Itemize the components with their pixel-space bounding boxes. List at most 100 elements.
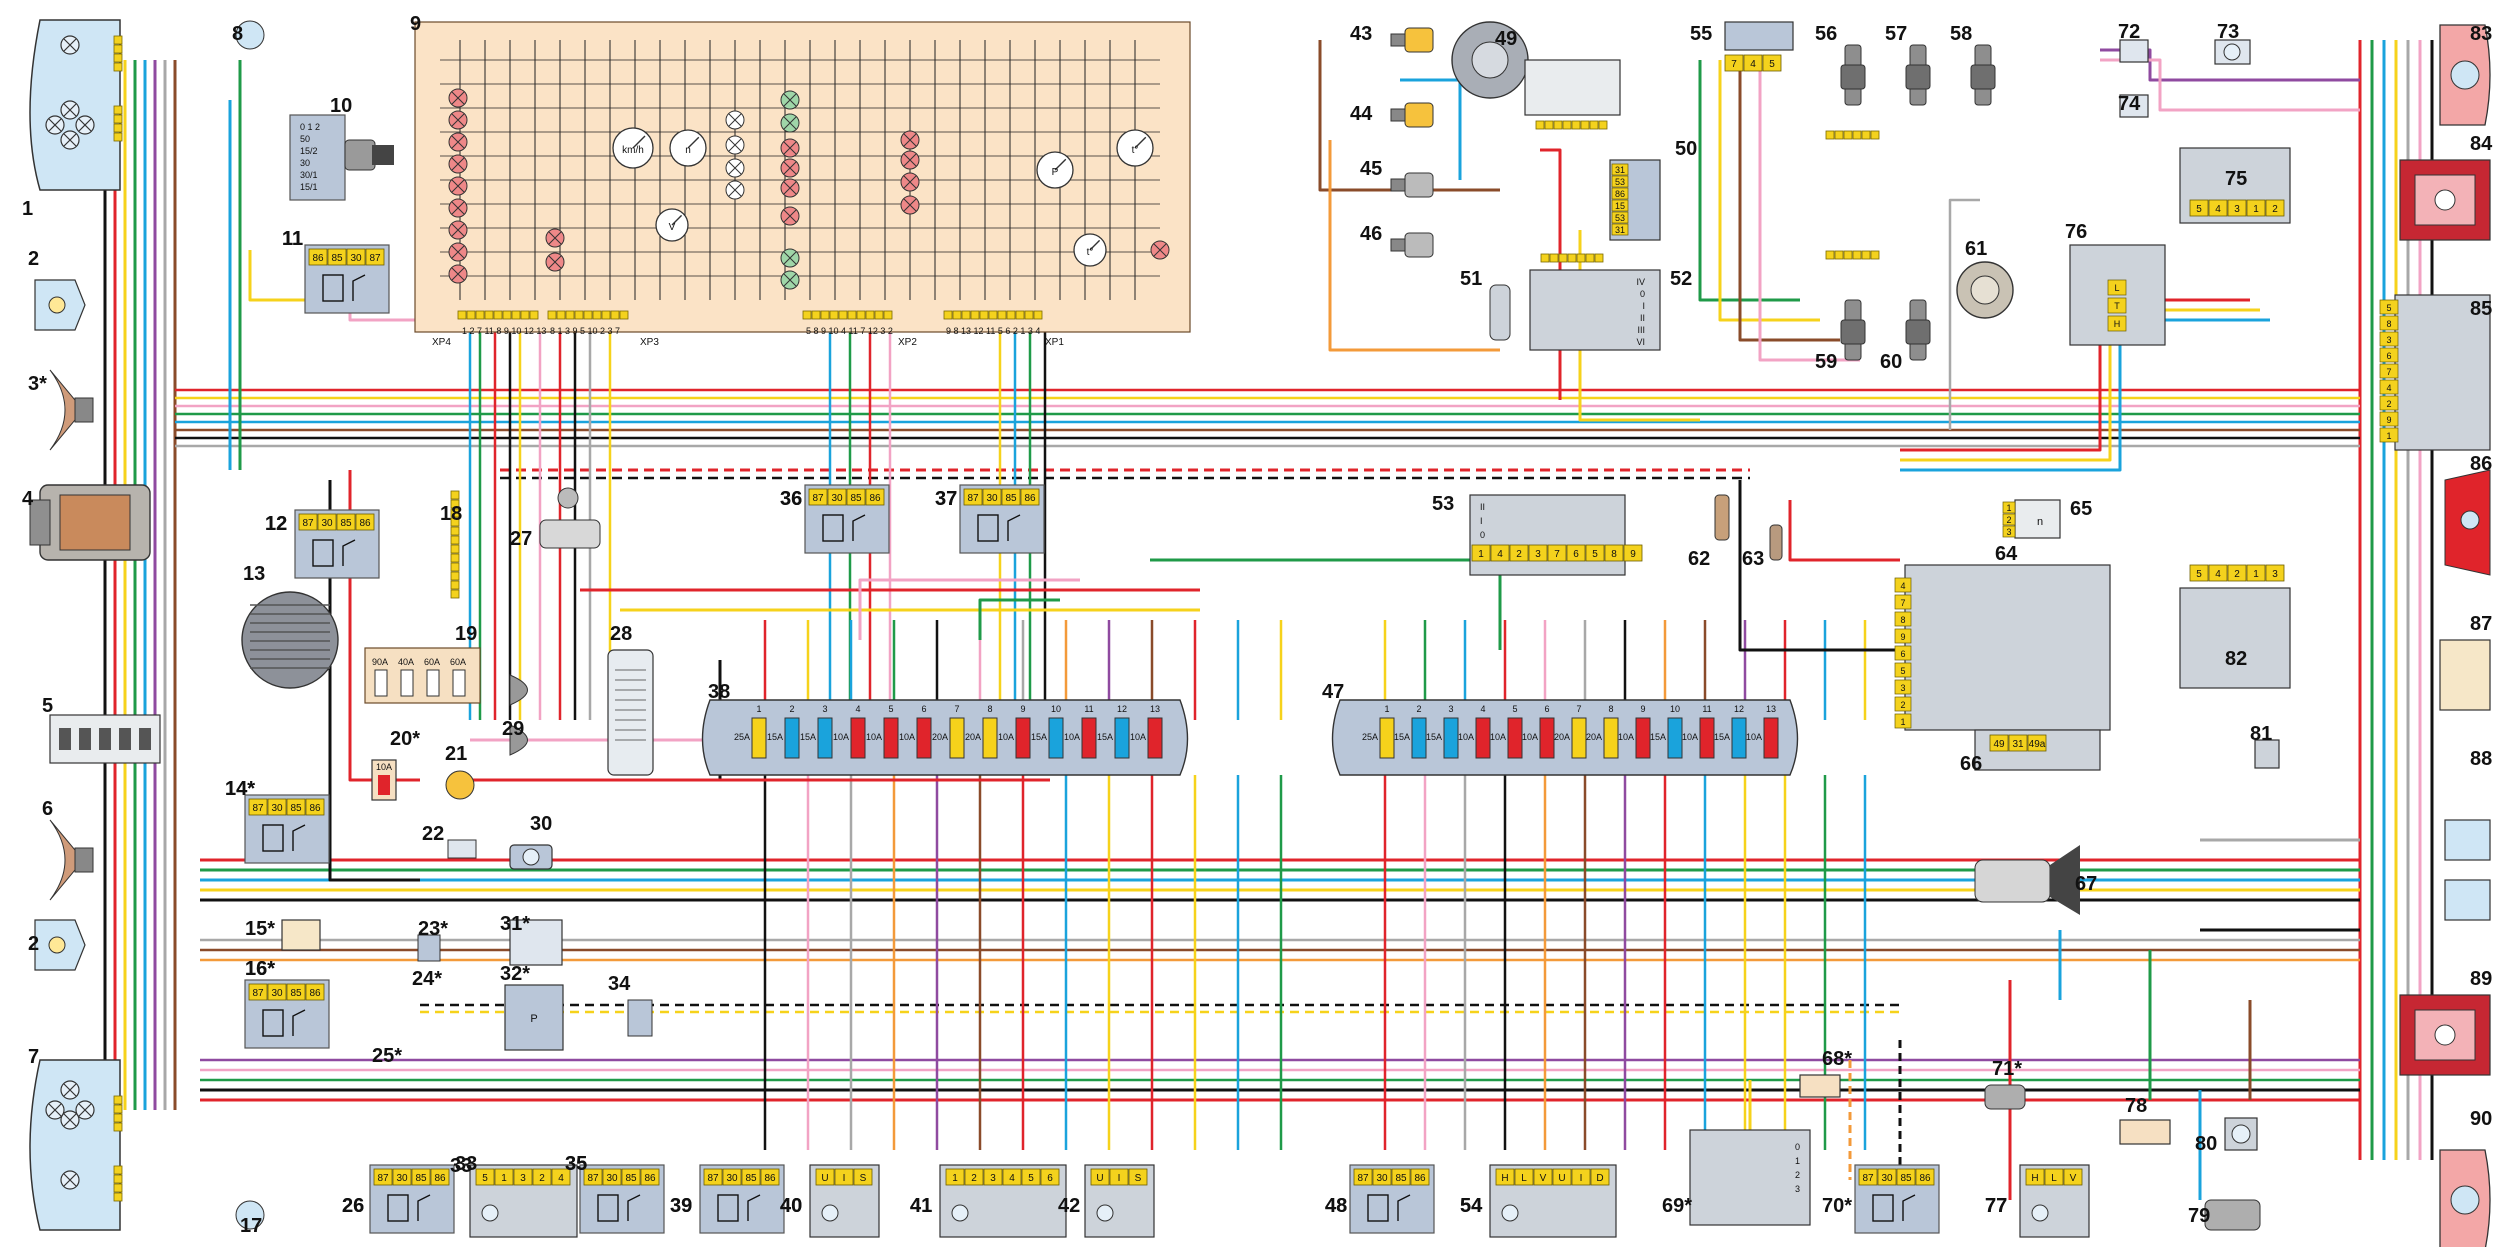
xp2-pin: [874, 310, 884, 320]
fuse-38-rating: 20A: [965, 732, 981, 742]
ignition-pin-label: 30: [300, 158, 310, 168]
xp1-pin: [961, 310, 971, 320]
relay-75-pin: [2265, 199, 2285, 217]
component-number-43: 43: [1350, 23, 1372, 45]
sensor-62: [1714, 494, 1730, 541]
switch-52-position: 0: [1640, 289, 1645, 299]
switch-41-pin-label: 5: [1028, 1173, 1034, 1184]
wire-brown: [1318, 40, 1500, 192]
wire-yellow: [1900, 308, 2260, 462]
battery-cell: [79, 728, 91, 750]
wire-red: [1788, 500, 1900, 562]
relay-55a-pin: [1743, 54, 1763, 72]
relay-37-pin-label: 85: [1005, 493, 1017, 504]
switch-54-number: 54: [1460, 1195, 1483, 1217]
lamp-80-bulb: [2231, 1124, 2251, 1144]
relay-32-label: P: [530, 1013, 537, 1025]
relay-35-pin: [640, 1168, 660, 1186]
ignition-key-head: [372, 145, 394, 165]
relay-36-pin: [827, 488, 847, 506]
fuse-47-number: 9: [1640, 704, 1645, 714]
switch-54-pin: [1552, 1168, 1572, 1186]
relay-64-pin: [1894, 645, 1912, 661]
indicator-cross: [903, 175, 917, 189]
xp3-pin: [565, 310, 575, 320]
indicator-cross: [728, 113, 742, 127]
wiper-conn-pin: [1571, 120, 1581, 130]
fuse-38-rating: 10A: [998, 732, 1014, 742]
switch-41-pin: [1002, 1168, 1022, 1186]
component-number-83: 83: [2470, 23, 2492, 45]
xp3-pin: [601, 310, 611, 320]
fuse-47-rating: 10A: [1522, 732, 1538, 742]
relay-37-contact: [1007, 514, 1021, 541]
relay-48-pin-label: 85: [1395, 1173, 1407, 1184]
switch-53-pin-label: 3: [1535, 549, 1541, 560]
fuse-47-element: [1635, 717, 1651, 759]
plate-lamp: [235, 20, 265, 50]
relay-48-pin: [1410, 1168, 1430, 1186]
indicator-cross: [903, 153, 917, 167]
relay-64-pin: [1894, 628, 1912, 644]
component-number-84: 84: [2470, 133, 2493, 155]
switch-53-pin: [1509, 544, 1529, 562]
relay-48-pin: [1353, 1168, 1373, 1186]
switch-40-pin: [834, 1168, 854, 1186]
wiper-conn-pin: [1589, 120, 1599, 130]
relay-35-pin-label: 30: [606, 1173, 618, 1184]
lock-conn2-pin: [1834, 250, 1844, 260]
xp1-pins: 9 8 13 12 11 5 6 2 1 3 4: [946, 326, 1040, 336]
switch-53-pin: [1490, 544, 1510, 562]
fuse-38-number: 4: [855, 704, 860, 714]
fuse-47-number: 3: [1448, 704, 1453, 714]
switch-53-position: 0: [1480, 530, 1485, 540]
lock-conn2-pin: [1861, 250, 1871, 260]
component-number-80: 80: [2195, 1133, 2217, 1155]
relay-65-pin: [2002, 513, 2016, 526]
conn-18-pin: [450, 499, 460, 509]
relay-82-pin: [2208, 564, 2228, 582]
indicator-cross: [451, 113, 465, 127]
relay-14-pin: [305, 798, 325, 816]
relay-64-pin: [1894, 696, 1912, 712]
component-number-34: 34: [608, 973, 631, 995]
instrument-panel: [414, 21, 1191, 333]
component-number-85: 85: [2470, 298, 2492, 320]
xp1-pin: [943, 310, 953, 320]
switch-53-pin-label: 7: [1554, 549, 1560, 560]
ignition-pin-label: 15/1: [300, 182, 318, 192]
fuse-47-element: [1507, 717, 1523, 759]
fuse-47-element: [1763, 717, 1779, 759]
switch-40-pin-label: U: [821, 1173, 828, 1184]
relay-48-contact: [1397, 1194, 1411, 1221]
indicator-cross: [783, 116, 797, 130]
fuse-38-element: [949, 717, 965, 759]
relay-39-contact: [747, 1194, 761, 1221]
relay-64-pin-label: 9: [1900, 632, 1905, 642]
switch-41-pin-label: 2: [971, 1173, 977, 1184]
relay-65: [2014, 499, 2061, 539]
switch-53-pin: [1604, 544, 1624, 562]
indicator-cross: [451, 223, 465, 237]
component-number-25: 25*: [372, 1045, 402, 1067]
relay-12-number: 12: [265, 513, 287, 535]
fuse-19-label: 40A: [398, 657, 414, 667]
relay-11-pin: [346, 248, 366, 266]
xp2-pins: 5 8 9 10 4 11 7 12 3 2: [806, 326, 893, 336]
horn-body: [74, 847, 94, 873]
hl7b-pin: [113, 1174, 123, 1184]
fuse-47-element: [1603, 717, 1619, 759]
relay-36-pin: [808, 488, 828, 506]
rear-lamp-bulb: [2450, 60, 2480, 90]
switch-72: [2119, 39, 2149, 63]
block-85-pin-label: 4: [2386, 383, 2391, 393]
switch-31: [509, 919, 563, 966]
switch-54-pin: [1514, 1168, 1534, 1186]
wiper-motor-body: [1524, 59, 1621, 116]
lamp-88: [2444, 819, 2491, 861]
fuse-38-number: 1: [756, 704, 761, 714]
relay-35-pin-label: 86: [644, 1173, 656, 1184]
relay-11-coil: [322, 274, 344, 302]
fuse-38-rating: 20A: [932, 732, 948, 742]
wire-brown: [1738, 60, 1840, 342]
